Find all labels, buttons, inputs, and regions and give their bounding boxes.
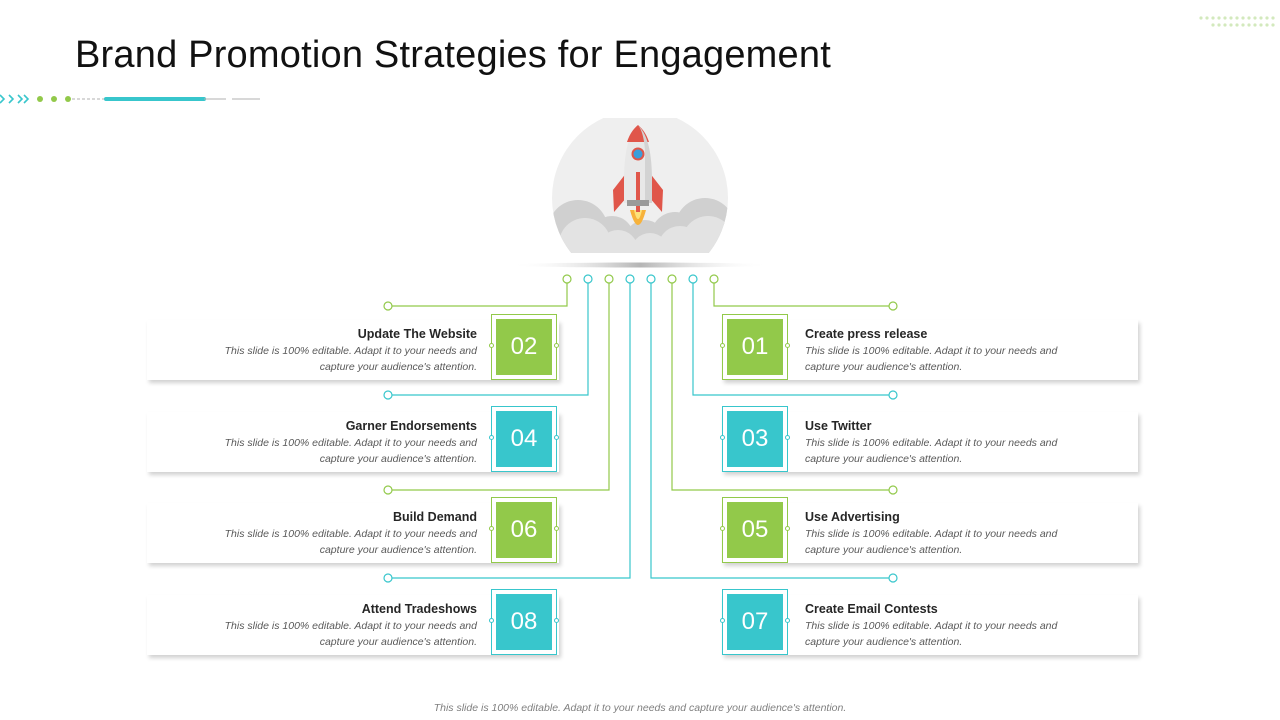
number-badge: 06: [489, 497, 559, 563]
chevron-icon: [0, 94, 30, 104]
strategy-card-05: 05 Use Advertising This slide is 100% ed…: [720, 497, 1138, 563]
number-badge: 01: [720, 314, 790, 380]
card-description-line1: This slide is 100% editable. Adapt it to…: [805, 620, 1058, 632]
number-badge: 03: [720, 406, 790, 472]
footer-note: This slide is 100% editable. Adapt it to…: [433, 702, 847, 714]
card-description-line2: capture your audience's attention.: [319, 361, 477, 373]
card-title: Build Demand: [392, 510, 477, 524]
handle-dot: [785, 526, 790, 531]
handle-dot: [785, 618, 790, 623]
rocket-icon: [613, 125, 663, 225]
handle-dot: [785, 343, 790, 348]
card-description-line2: capture your audience's attention.: [805, 453, 963, 465]
handle-dot: [554, 526, 559, 531]
handle-dot: [489, 618, 494, 623]
number-badge: 05: [720, 497, 790, 563]
number-label: 03: [727, 411, 783, 467]
strategy-card-03: 03 Use Twitter This slide is 100% editab…: [720, 406, 1138, 472]
number-badge: 08: [489, 589, 559, 655]
card-title: Create press release: [805, 327, 928, 341]
number-label: 04: [496, 411, 552, 467]
number-label: 05: [727, 502, 783, 558]
handle-dot: [720, 435, 725, 440]
strategy-card-04: Garner Endorsements This slide is 100% e…: [147, 406, 559, 472]
strategy-card-06: Build Demand This slide is 100% editable…: [147, 497, 559, 563]
handle-dot: [785, 435, 790, 440]
strategy-card-07: 07 Create Email Contests This slide is 1…: [720, 589, 1138, 655]
handle-dot: [489, 343, 494, 348]
card-title: Garner Endorsements: [345, 419, 477, 433]
handle-dot: [720, 618, 725, 623]
handle-dot: [720, 343, 725, 348]
card-description-line2: capture your audience's attention.: [805, 544, 963, 556]
card-title: Create Email Contests: [805, 602, 938, 616]
card-description-line2: capture your audience's attention.: [319, 453, 477, 465]
strategy-card-08: Attend Tradeshows This slide is 100% edi…: [147, 589, 559, 655]
number-label: 06: [496, 502, 552, 558]
strategy-card-01: 01 Create press release This slide is 10…: [720, 314, 1138, 380]
number-badge: 02: [489, 314, 559, 380]
strategy-card-02: Update The Website This slide is 100% ed…: [147, 314, 559, 380]
rocket-launch-illustration: [510, 118, 770, 273]
card-description-line1: This slide is 100% editable. Adapt it to…: [805, 528, 1058, 540]
number-label: 08: [496, 594, 552, 650]
card-description-line1: This slide is 100% editable. Adapt it to…: [805, 437, 1058, 449]
card-description-line1: This slide is 100% editable. Adapt it to…: [805, 345, 1058, 357]
number-label: 02: [496, 319, 552, 375]
decorative-progress-divider: [0, 94, 260, 104]
card-description-line2: capture your audience's attention.: [319, 636, 477, 648]
card-description-line1: This slide is 100% editable. Adapt it to…: [224, 345, 477, 357]
card-description-line2: capture your audience's attention.: [805, 636, 963, 648]
slide-title: Brand Promotion Strategies for Engagemen…: [75, 34, 831, 76]
handle-dot: [554, 343, 559, 348]
number-badge: 04: [489, 406, 559, 472]
number-label: 07: [727, 594, 783, 650]
handle-dot: [489, 526, 494, 531]
number-badge: 07: [720, 589, 790, 655]
card-description-line1: This slide is 100% editable. Adapt it to…: [224, 620, 477, 632]
card-description-line2: capture your audience's attention.: [805, 361, 963, 373]
handle-dot: [554, 618, 559, 623]
card-title: Update The Website: [357, 327, 477, 341]
card-description-line1: This slide is 100% editable. Adapt it to…: [224, 437, 477, 449]
card-description-line2: capture your audience's attention.: [319, 544, 477, 556]
number-label: 01: [727, 319, 783, 375]
handle-dot: [554, 435, 559, 440]
card-title: Attend Tradeshows: [361, 602, 477, 616]
card-title: Use Advertising: [805, 510, 900, 524]
card-title: Use Twitter: [805, 419, 872, 433]
decorative-dot-grid: [1199, 16, 1275, 27]
handle-dot: [489, 435, 494, 440]
handle-dot: [720, 526, 725, 531]
card-description-line1: This slide is 100% editable. Adapt it to…: [224, 528, 477, 540]
